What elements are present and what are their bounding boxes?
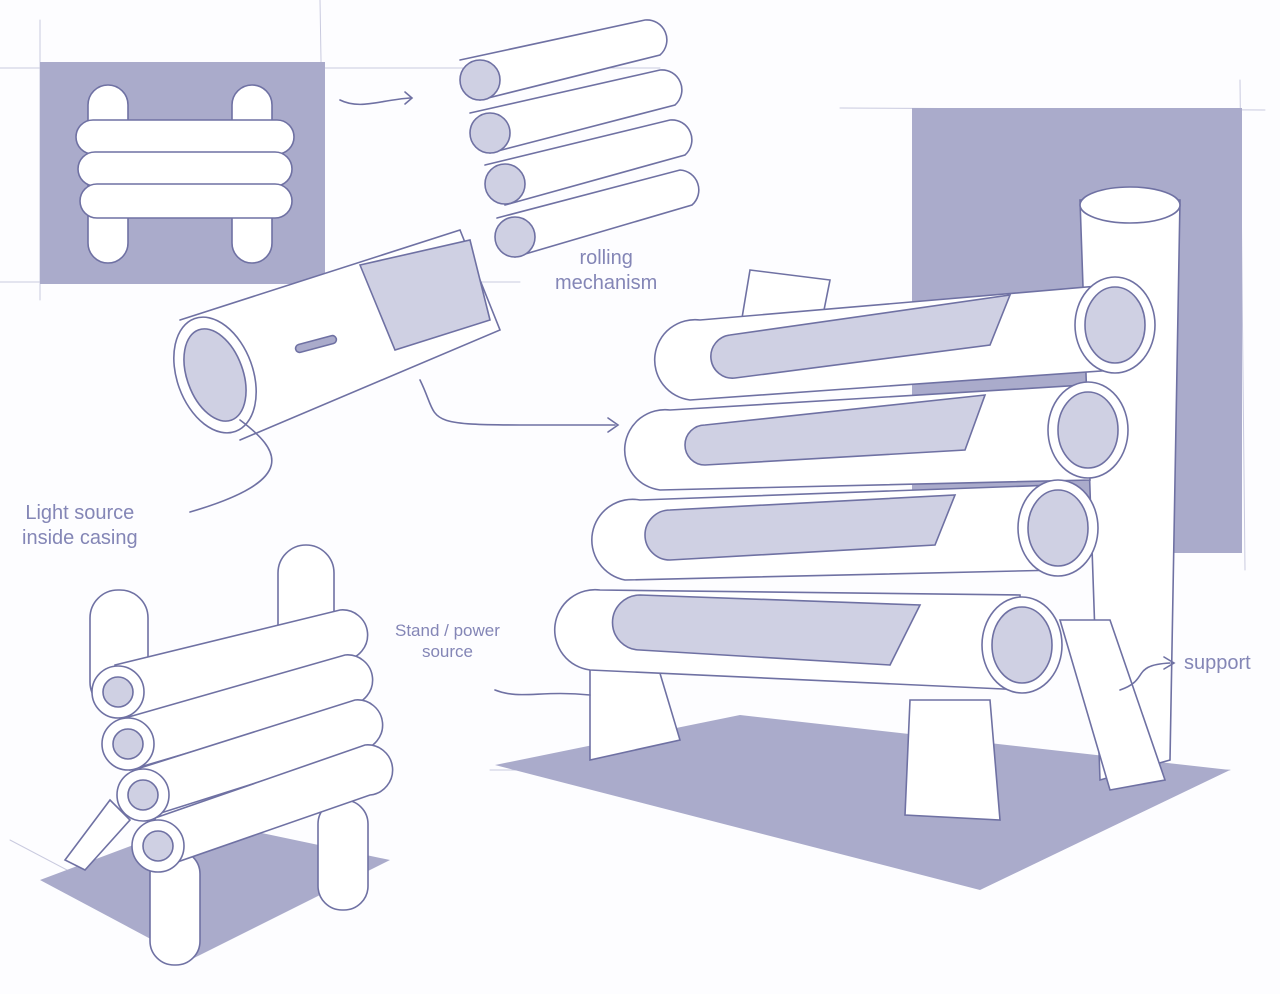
main-rack-sketch (494, 108, 1242, 890)
support-label: support (1184, 652, 1251, 674)
front-view-sketch (40, 62, 325, 284)
light-source-label: Light source inside casing (22, 501, 138, 551)
small-rack-sketch (40, 544, 394, 966)
rolling-mechanism-sketch (339, 19, 700, 258)
rolling-mechanism-line-2: mechanism (555, 272, 658, 294)
stand-power-label: Stand / power source (395, 620, 500, 663)
light-source-line-2: inside casing (22, 527, 138, 549)
light-casing-sketch (173, 229, 620, 513)
stand-power-line-1: Stand / power (395, 621, 500, 640)
rolling-mechanism-label: rolling mechanism (555, 246, 657, 296)
stand-power-line-2: source (421, 642, 473, 662)
rolling-mechanism-line-1: rolling (579, 247, 633, 269)
light-source-line-1: Light source (25, 502, 135, 524)
